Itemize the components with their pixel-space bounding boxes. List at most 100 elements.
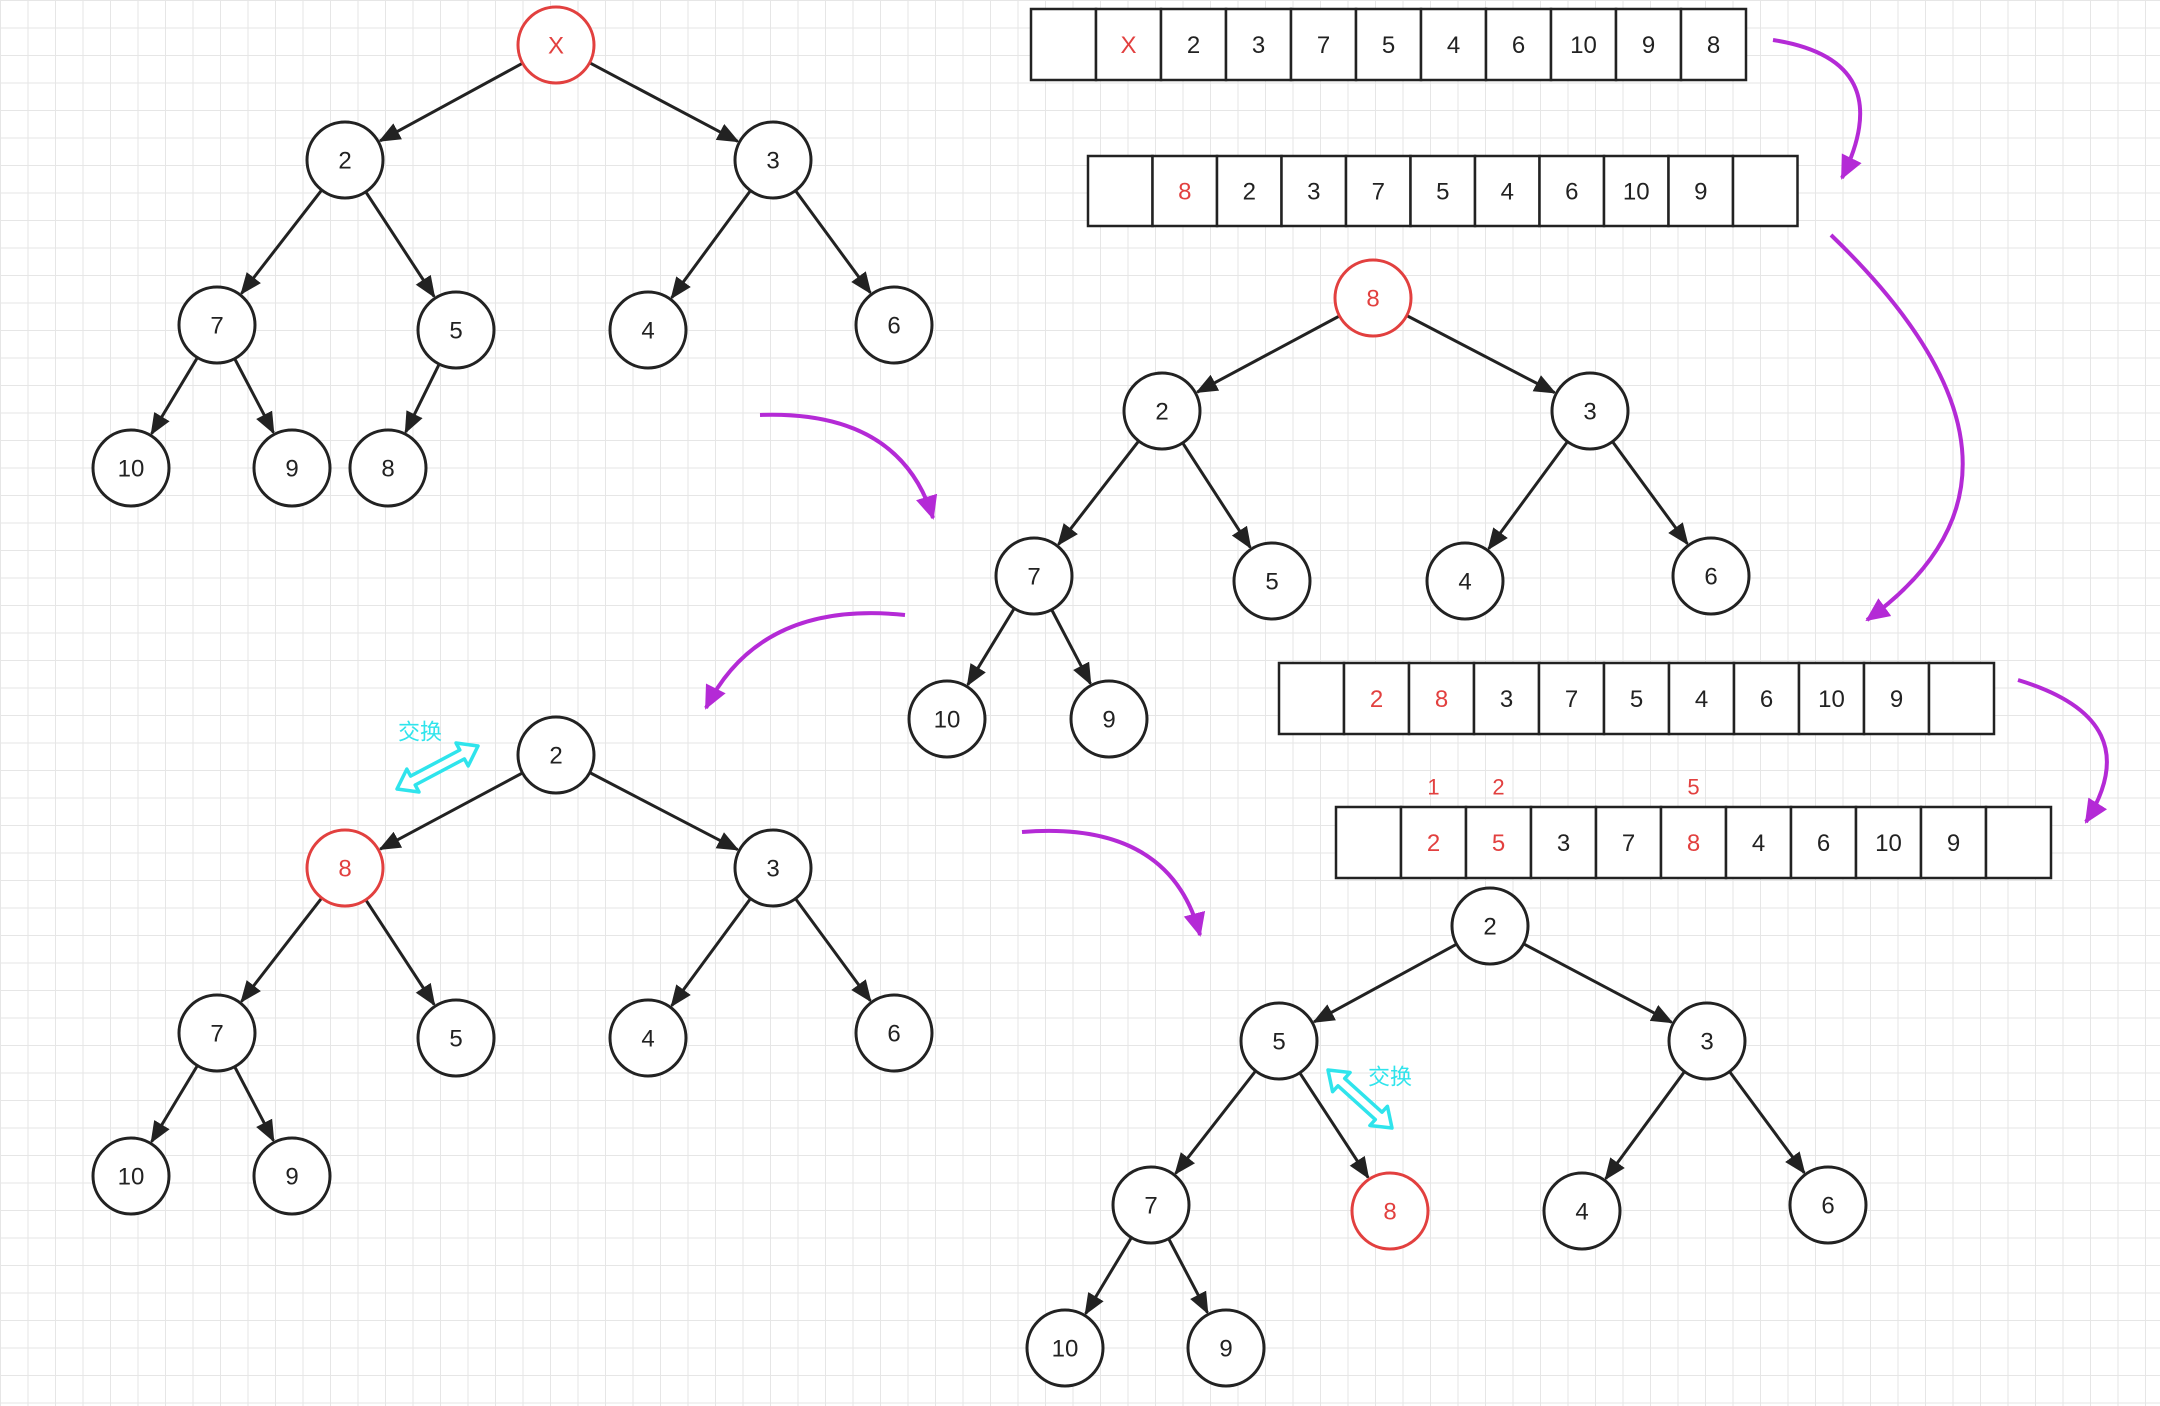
tree-edge-arrow (378, 60, 526, 143)
tree-node: 2 (516, 715, 596, 795)
array-cell-box (1659, 805, 1728, 880)
tree-edge-arrow (232, 1064, 275, 1143)
tree-node-label: 6 (1821, 1193, 1834, 1220)
tree-node: 2 (305, 120, 385, 200)
array-cell-value: 2 (1187, 32, 1200, 59)
array-cell-value: 6 (1512, 32, 1525, 59)
tree-node: 4 (1425, 541, 1505, 621)
tree-node-circle (1333, 258, 1413, 338)
tree-node: 8 (1333, 258, 1413, 338)
array-cell: 5 (1602, 661, 1671, 736)
array-cell-box (1724, 805, 1793, 880)
array-cell-value: 8 (1435, 686, 1448, 713)
tree-edge-arrow (1174, 1068, 1259, 1176)
tree-node-circle (1450, 886, 1530, 966)
array-cell-box (1151, 154, 1219, 228)
array-cell: 5 (1409, 154, 1477, 228)
array-cell-value: 7 (1565, 686, 1578, 713)
tree-node: 9 (1069, 679, 1149, 759)
array-cell-box (1086, 154, 1154, 228)
tree-node-label: 8 (338, 856, 351, 883)
tree-edge-arrow (1297, 1070, 1370, 1180)
array-cell-box (1667, 661, 1736, 736)
tree-node-circle (608, 998, 688, 1078)
tree-node-circle (91, 428, 171, 508)
tree-node: 10 (91, 428, 171, 508)
tree-node-label: 9 (1219, 1336, 1232, 1363)
tree-node-circle (348, 428, 428, 508)
array-cell: 3 (1224, 7, 1293, 82)
array-cell-box (1854, 805, 1923, 880)
tree-node-label: 8 (1366, 286, 1379, 313)
flow-arrow-6 (2017, 678, 2109, 824)
array-cell-box (1789, 805, 1858, 880)
tree-node-label: 10 (1052, 1336, 1079, 1363)
flow-arrow-4 (704, 611, 906, 710)
array-cell: 4 (1473, 154, 1541, 228)
tree-edge-arrow (150, 355, 200, 436)
array-cell-value: 10 (1818, 686, 1845, 713)
array-cell-box (1602, 154, 1670, 228)
array-cell: 8 (1679, 7, 1748, 82)
array-cell: 5 (1354, 7, 1423, 82)
tree-node-circle (1542, 1171, 1622, 1251)
tree-node-label: 4 (641, 318, 654, 345)
array-cell-value: 2 (1370, 686, 1383, 713)
tree-node-circle (91, 1136, 171, 1216)
array-cell: 6 (1484, 7, 1553, 82)
tree-node: 6 (1671, 536, 1751, 616)
tree-edge-arrow (1084, 1235, 1134, 1316)
array-cell: 9 (1614, 7, 1683, 82)
array-cell-value: 5 (1492, 830, 1505, 857)
tree-node-circle (252, 1136, 332, 1216)
tree-node: 10 (907, 679, 987, 759)
array-cell: 2 (1215, 154, 1283, 228)
array-cell (1334, 805, 1403, 880)
tree-node: 4 (608, 998, 688, 1078)
tree-node-circle (1069, 679, 1149, 759)
tree-node-circle (1788, 1165, 1868, 1245)
tree-node: 7 (1111, 1165, 1191, 1245)
array-cell-value: 6 (1817, 830, 1830, 857)
array-cell-value: 3 (1557, 830, 1570, 857)
array-cell-box (1334, 805, 1403, 880)
array-cell: 2 (1342, 661, 1411, 736)
tree-node-circle (733, 828, 813, 908)
tree-edge-arrow (670, 188, 753, 300)
tree-node: 10 (91, 1136, 171, 1216)
array-cell (1277, 661, 1346, 736)
tree-node: 5 (1232, 541, 1312, 621)
flow-arrow-5 (1021, 828, 1206, 937)
swap-2-icon: 交换 (1326, 1066, 1412, 1130)
array-cell: 7 (1537, 661, 1606, 736)
tree-edge-arrow (1521, 941, 1674, 1024)
array-cell-box (1409, 154, 1477, 228)
tree-edge-arrow (1195, 313, 1342, 394)
tree-node-circle (177, 285, 257, 365)
array-cell-box (1280, 154, 1348, 228)
array-cell-value: 9 (1947, 830, 1960, 857)
tree-edge-arrow (1610, 439, 1689, 546)
flow-arrow-2 (1829, 233, 1965, 622)
array-cell-box (1473, 154, 1541, 228)
tree-node-circle (1550, 371, 1630, 451)
tree-node: 5 (416, 998, 496, 1078)
tree-node-label: 3 (1700, 1029, 1713, 1056)
tree-node-label: 10 (934, 707, 961, 734)
tree-node-circle (994, 536, 1074, 616)
tree-node: 6 (854, 285, 934, 365)
tree-node-label: 5 (449, 318, 462, 345)
array-cell: 10 (1797, 661, 1866, 736)
array-cell (1927, 661, 1996, 736)
tree-edge-arrow (150, 1063, 200, 1144)
flow-arrow-1 (1772, 38, 1863, 180)
array-cell-box (1289, 7, 1358, 82)
array-cell-value: 6 (1565, 179, 1578, 206)
array-cell-value: 9 (1642, 32, 1655, 59)
tree-edge-arrow (793, 896, 872, 1003)
tree-node: 2 (1122, 371, 1202, 451)
